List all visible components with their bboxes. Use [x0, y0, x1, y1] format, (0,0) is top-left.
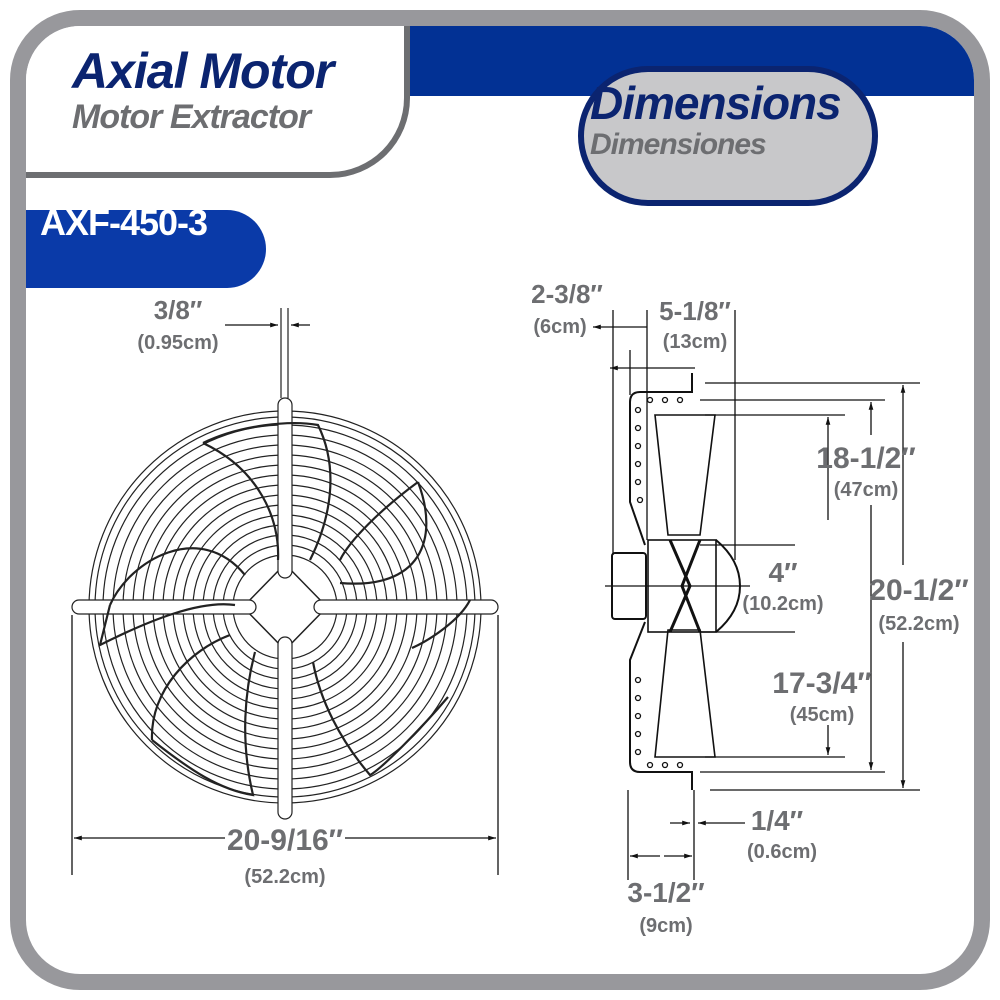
hub-height-metric: (10.2cm) — [742, 593, 823, 615]
blade-span-imperial: 17-3/4″ — [772, 667, 871, 700]
section-subtitle: Dimensiones — [590, 128, 767, 161]
depth-to-hub-imperial: 5-1/8″ — [659, 296, 731, 326]
overall-width-metric: (52.2cm) — [244, 866, 325, 888]
diagram-frame — [10, 10, 990, 990]
inner-diameter-metric: (47cm) — [834, 479, 898, 501]
dimensions-badge — [578, 66, 878, 206]
section-title: Dimensions — [590, 77, 842, 129]
flange-thickness-imperial: 1/4″ — [751, 805, 803, 836]
flange-offset-imperial: 2-3/8″ — [531, 279, 603, 309]
flange-depth-metric: (9cm) — [639, 915, 692, 937]
flange-depth-imperial: 3-1/2″ — [627, 877, 704, 908]
front-view-fan-guard — [71, 308, 499, 820]
overall-width-imperial: 20-9/16″ — [227, 824, 343, 857]
side-view-fan — [611, 373, 742, 790]
flange-offset-metric: (6cm) — [533, 316, 586, 338]
outer-height-metric: (52.2cm) — [878, 613, 959, 635]
title-panel — [26, 26, 410, 178]
rod-width-imperial: 3/8″ — [154, 295, 203, 325]
blade-span-metric: (45cm) — [790, 704, 854, 726]
fan-blades-icon — [98, 422, 471, 797]
product-title: Axial Motor — [72, 43, 334, 99]
side-dimension-lines — [593, 310, 920, 880]
outer-height-imperial: 20-1/2″ — [869, 574, 968, 607]
front-dimension-lines — [71, 322, 499, 875]
inner-diameter-imperial: 18-1/2″ — [816, 442, 915, 475]
rod-width-metric: (0.95cm) — [137, 332, 218, 354]
guard-wire-dots-icon — [634, 396, 684, 769]
model-number: AXF-450-3 — [40, 202, 208, 243]
product-subtitle: Motor Extractor — [72, 98, 311, 136]
depth-to-hub-metric: (13cm) — [663, 331, 727, 353]
hub-height-imperial: 4″ — [769, 557, 798, 588]
model-badge — [26, 210, 266, 288]
flange-thickness-metric: (0.6cm) — [747, 841, 817, 863]
